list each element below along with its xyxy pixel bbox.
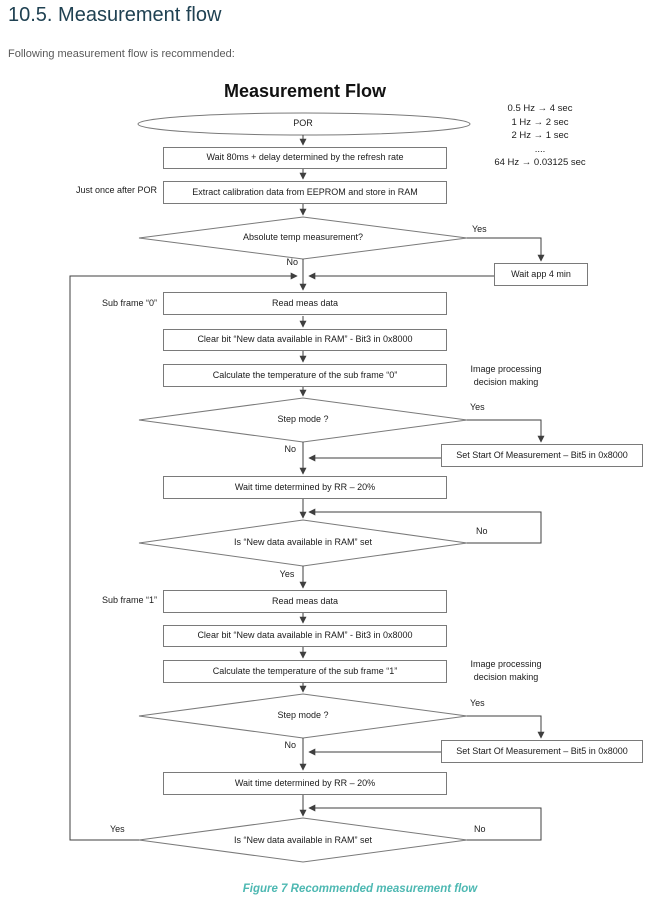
connector-newdata1-no-loop <box>308 804 542 841</box>
step-mode-1-no-label: No <box>284 740 296 750</box>
wait-80ms-box: Wait 80ms + delay determined by the refr… <box>163 147 447 169</box>
intro-text: Following measurement flow is recommende… <box>8 48 235 60</box>
connector-abstemp-yes-to-wait4min <box>467 237 545 262</box>
connector-stepmode0-yes-to-setstart0 <box>467 419 545 443</box>
clear-bit-0-box: Clear bit “New data available in RAM” - … <box>163 329 447 351</box>
step-mode-1-decision-label: Step mode ? <box>277 710 329 720</box>
refresh-rate-line: 2 Hz → 1 sec <box>511 130 569 141</box>
clear-bit-1-box: Clear bit “New data available in RAM” - … <box>163 625 447 647</box>
new-data-1-yes-label: Yes <box>110 824 125 834</box>
wait-app-4min-box: Wait app 4 min <box>494 263 588 286</box>
read-meas-data-1-box: Read meas data <box>163 590 447 613</box>
new-data-0-decision-label: Is “New data available in RAM” set <box>233 537 373 547</box>
abs-temp-no-label: No <box>286 257 298 267</box>
abs-temp-yes-label: Yes <box>472 224 487 234</box>
new-data-1-decision-label: Is “New data available in RAM” set <box>233 835 373 845</box>
new-data-0-no-label: No <box>476 526 488 536</box>
image-processing-0-line2: decision making <box>473 377 539 387</box>
image-processing-1-line1: Image processing <box>470 659 542 669</box>
connector-newdata1-yes-feedback <box>69 272 298 841</box>
read-meas-data-0-box: Read meas data <box>163 292 447 315</box>
refresh-rate-table: 0.5 Hz → 4 sec 1 Hz → 2 sec 2 Hz → 1 sec… <box>470 102 610 170</box>
new-data-1-no-label: No <box>474 824 486 834</box>
step-mode-1-yes-label: Yes <box>470 698 485 708</box>
step-mode-0-yes-label: Yes <box>470 402 485 412</box>
wait-time-rr-1-box: Wait time determined by RR – 20% <box>163 772 447 795</box>
extract-calibration-box: Extract calibration data from EEPROM and… <box>163 181 447 204</box>
set-start-1-box: Set Start Of Measurement – Bit5 in 0x800… <box>441 740 643 763</box>
connector-stepmode1-yes-to-setstart1 <box>467 715 545 739</box>
por-label: POR <box>293 118 313 128</box>
section-heading: 10.5. Measurement flow <box>8 4 222 26</box>
step-mode-0-decision-label: Step mode ? <box>277 414 329 424</box>
subframe-0-label: Sub frame “0” <box>101 298 157 308</box>
connector-newdata0-no-loop <box>308 508 542 544</box>
refresh-rate-line: .... <box>534 143 546 155</box>
refresh-rate-line: 64 Hz → 0.03125 sec <box>494 157 586 168</box>
figure-caption: Figure 7 Recommended measurement flow <box>242 883 478 895</box>
calc-temp-0-box: Calculate the temperature of the sub fra… <box>163 364 447 387</box>
calc-temp-1-box: Calculate the temperature of the sub fra… <box>163 660 447 683</box>
image-processing-0-line1: Image processing <box>470 364 542 374</box>
image-processing-0-label: Image processing decision making <box>450 363 562 389</box>
subframe-1-label: Sub frame “1” <box>101 595 157 605</box>
por-terminator-shape <box>137 112 471 136</box>
image-processing-1-label: Image processing decision making <box>450 658 562 684</box>
new-data-1-decision-shape <box>138 817 468 863</box>
refresh-rate-line: 1 Hz → 2 sec <box>511 116 569 128</box>
flowchart-title: Measurement Flow <box>223 81 387 101</box>
set-start-0-box: Set Start Of Measurement – Bit5 in 0x800… <box>441 444 643 467</box>
wait-time-rr-0-box: Wait time determined by RR – 20% <box>163 476 447 499</box>
abs-temp-decision-label: Absolute temp measurement? <box>242 232 364 242</box>
just-once-after-por-label: Just once after POR <box>75 185 157 195</box>
new-data-0-yes-label: Yes <box>279 569 295 579</box>
refresh-rate-line: 0.5 Hz → 4 sec <box>507 103 573 114</box>
step-mode-0-no-label: No <box>284 444 296 454</box>
image-processing-1-line2: decision making <box>473 672 539 682</box>
